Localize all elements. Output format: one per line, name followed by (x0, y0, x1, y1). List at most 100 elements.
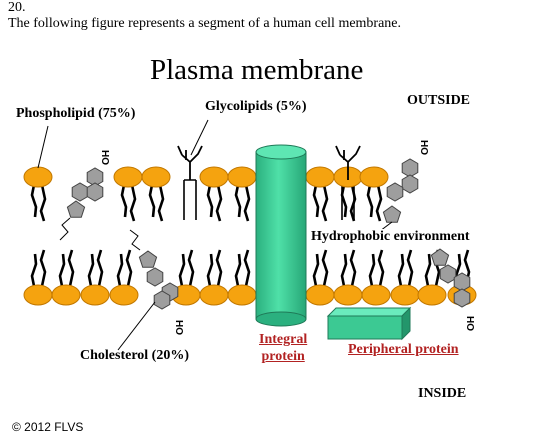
cholesterol-ring (439, 264, 457, 284)
copyright-notice: © 2012 FLVS (12, 420, 84, 434)
phospholipid-head (227, 166, 257, 188)
hydroxyl-label: HO (464, 316, 475, 331)
phospholipid-head (51, 284, 81, 306)
fatty-acid-tail (120, 184, 128, 218)
phospholipid-head (361, 284, 391, 306)
cholesterol-ring (138, 250, 158, 268)
glycolipids-label: Glycolipids (5%) (205, 99, 307, 114)
phospholipid-head (417, 284, 447, 306)
glycolipid-sugar-chain (177, 145, 203, 180)
fatty-acid-tail (206, 184, 214, 218)
fatty-acid-tail (215, 184, 223, 222)
fatty-acid-tail (243, 249, 251, 287)
fatty-acid-tail (116, 253, 124, 287)
fatty-acid-tail (368, 253, 376, 287)
phospholipid-head (113, 166, 143, 188)
fatty-acid-tail (129, 184, 137, 222)
glycolipid-tail (183, 179, 197, 220)
inside-label: INSIDE (418, 386, 467, 401)
fatty-acid-tail (58, 253, 66, 287)
fatty-acid-tail (125, 249, 133, 287)
fatty-acid-tail (424, 253, 432, 287)
phospholipid-head (23, 284, 53, 306)
integral-protein-label-line1: Integral (259, 332, 308, 347)
diagram-title: Plasma membrane (150, 54, 364, 86)
phospholipid-head (333, 284, 363, 306)
phospholipid-head (23, 166, 53, 188)
fatty-acid-tails (30, 179, 471, 287)
cholesterol-ring (401, 158, 419, 178)
fatty-acid-tail (87, 253, 95, 287)
fatty-acid-tail (397, 253, 405, 287)
fatty-acid-tail (340, 184, 348, 218)
fatty-acid-tail (30, 253, 38, 287)
hydrophobic-environment-label: Hydrophobic environment (310, 229, 471, 245)
integral-protein-label: Integral protein (259, 331, 307, 365)
cholesterol-ring (401, 174, 419, 194)
fatty-acid-tail (406, 249, 414, 287)
cholesterol-ring (86, 167, 104, 187)
integral-protein-label-line2: protein (261, 349, 305, 364)
fatty-acid-tail (340, 253, 348, 287)
hydroxyl-label: HO (99, 150, 110, 165)
cholesterol-ring (382, 205, 402, 223)
phospholipid-head (141, 166, 171, 188)
fatty-acid-tail (312, 253, 320, 287)
phospholipid-head (390, 284, 420, 306)
fatty-acid-tail (215, 249, 223, 287)
fatty-acid-tail (30, 184, 38, 218)
fatty-acid-tail (39, 249, 47, 287)
phospholipid-head (199, 166, 229, 188)
fatty-acid-tail (178, 253, 186, 287)
cholesterol-ring (71, 182, 89, 202)
cholesterol-ring (430, 248, 450, 266)
glycolipid-chains (177, 145, 361, 180)
cholesterol-ring (66, 200, 86, 218)
question-text: The following figure represents a segmen… (8, 16, 402, 31)
cholesterol-ring (86, 182, 104, 202)
phospholipid-head (109, 284, 139, 306)
question-number: 20. (8, 0, 26, 15)
phospholipid-head (80, 284, 110, 306)
peripheral-protein (326, 306, 412, 341)
cholesterol-tail (59, 217, 71, 241)
cholesterol-ring (146, 267, 164, 287)
hydroxyl-label: HO (173, 320, 184, 335)
phospholipid-head (359, 166, 389, 188)
fatty-acid-tail (377, 249, 385, 287)
fatty-acid-tail (148, 184, 156, 218)
fatty-acid-tail (349, 249, 357, 287)
integral-protein (255, 144, 307, 327)
fatty-acid-tail (157, 184, 165, 222)
cholesterol-label: Cholesterol (20%) (80, 348, 189, 363)
glycolipid-sugar-chain (335, 145, 361, 180)
fatty-acid-tail (234, 253, 242, 287)
fatty-acid-tail (67, 249, 75, 287)
phospholipid-label: Phospholipid (75%) (16, 106, 136, 121)
cholesterol-ring (453, 272, 471, 292)
fatty-acid-tail (375, 184, 383, 222)
fatty-acid-tail (187, 249, 195, 287)
cholesterol-tail (129, 229, 141, 251)
outside-label: OUTSIDE (407, 93, 471, 108)
fatty-acid-tail (321, 184, 329, 222)
fatty-acid-tail (206, 253, 214, 287)
cholesterol-ring (386, 182, 404, 202)
fatty-acid-tail (234, 184, 242, 218)
peripheral-protein-label: Peripheral protein (348, 342, 459, 357)
phospholipid-head (305, 284, 335, 306)
cholesterol-ring (153, 290, 171, 310)
fatty-acid-tail (312, 184, 320, 218)
phospholipid-head (227, 284, 257, 306)
fatty-acid-tail (96, 249, 104, 287)
cholesterol-molecules: HO HO HO HO (59, 140, 475, 335)
phospholipid-head (305, 166, 335, 188)
hydroxyl-label: HO (418, 140, 429, 155)
fatty-acid-tail (366, 184, 374, 218)
phospholipid-head (199, 284, 229, 306)
fatty-acid-tail (321, 249, 329, 287)
fatty-acid-tail (243, 184, 251, 222)
fatty-acid-tail (39, 184, 47, 222)
cholesterol-ring (453, 288, 471, 308)
